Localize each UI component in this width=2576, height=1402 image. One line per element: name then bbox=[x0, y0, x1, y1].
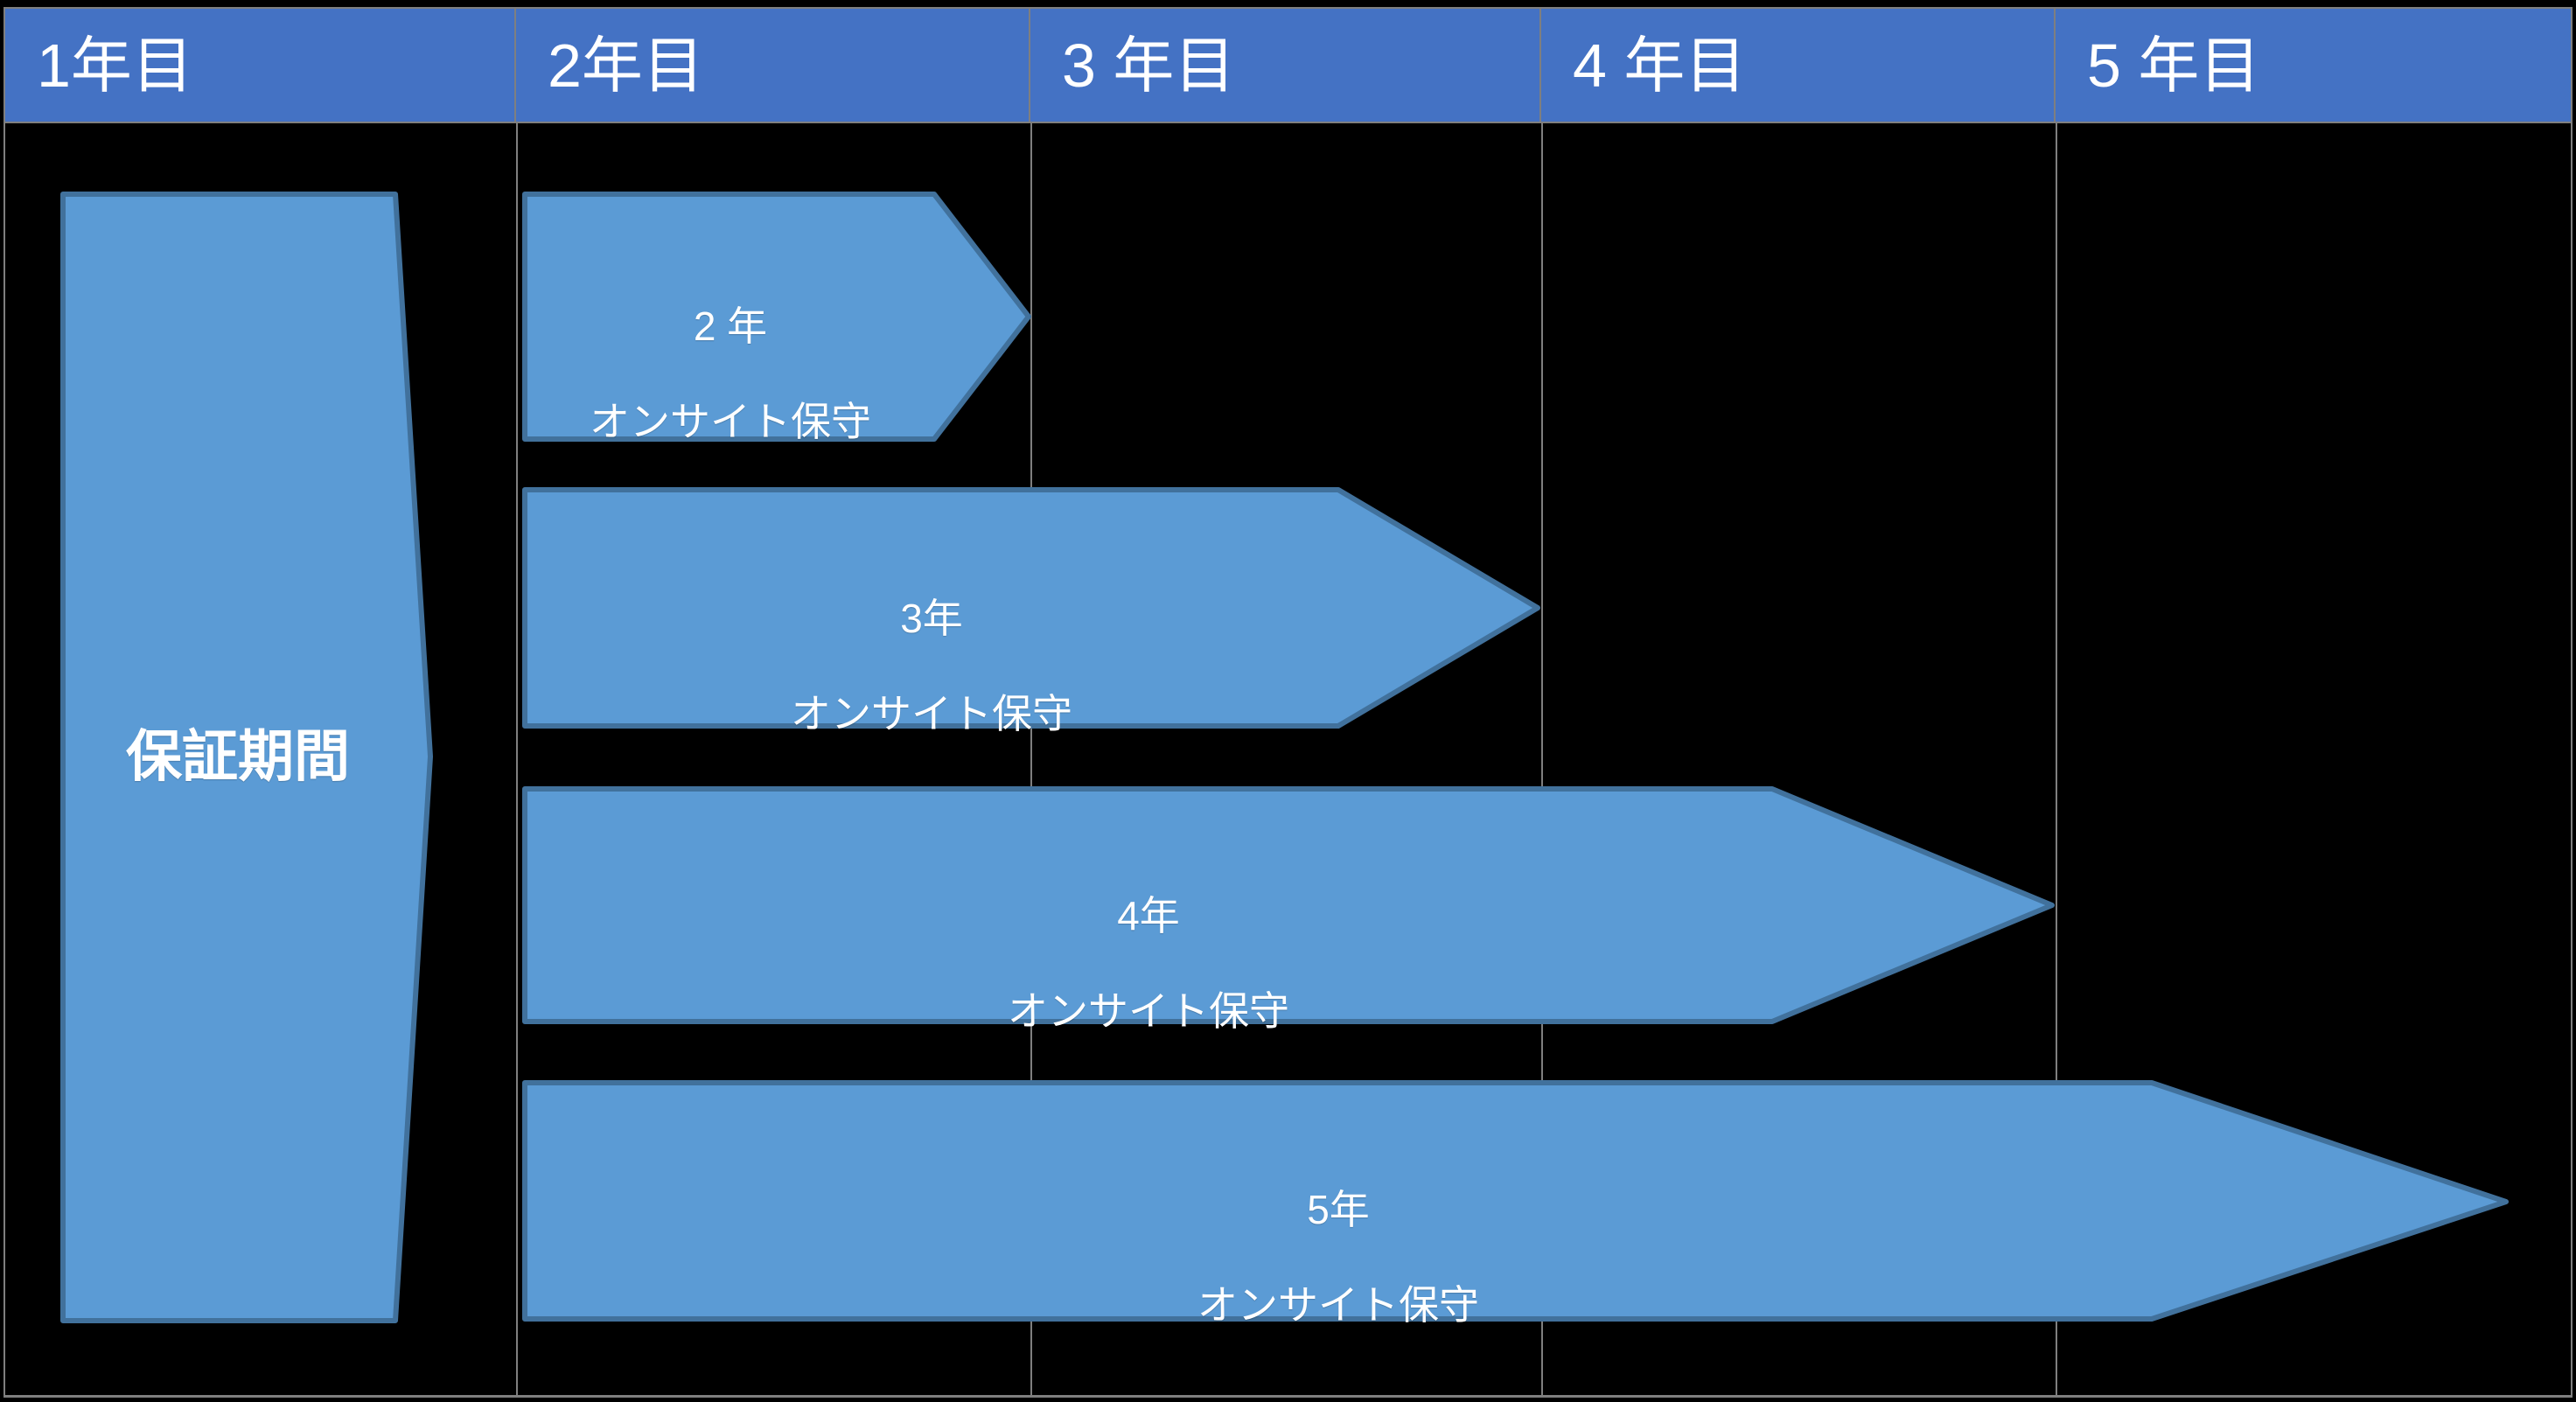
year-header-cell-1: 1年目 bbox=[5, 9, 516, 122]
year-header-label-2: 2年目 bbox=[548, 31, 704, 100]
grid-divider-4-5 bbox=[2056, 123, 2057, 1395]
year-header-label-1: 1年目 bbox=[37, 31, 193, 100]
grid-divider-2-3 bbox=[1030, 123, 1032, 1395]
year-header-cell-4: 4 年目 bbox=[1541, 9, 2056, 122]
grid-divider-3-4 bbox=[1541, 123, 1543, 1395]
year-header-cell-3: 3 年目 bbox=[1030, 9, 1541, 122]
year-header-label-4: 4 年目 bbox=[1573, 31, 1747, 100]
year-header-row: 1年目 2年目 3 年目 4 年目 5 年目 bbox=[3, 7, 2573, 123]
year-header-cell-5: 5 年目 bbox=[2056, 9, 2571, 122]
year-header-cell-2: 2年目 bbox=[516, 9, 1030, 122]
year-header-label-5: 5 年目 bbox=[2087, 31, 2261, 100]
timeline-grid bbox=[3, 123, 2573, 1398]
grid-divider-1-2 bbox=[516, 123, 518, 1395]
year-header-label-3: 3 年目 bbox=[1062, 31, 1236, 100]
